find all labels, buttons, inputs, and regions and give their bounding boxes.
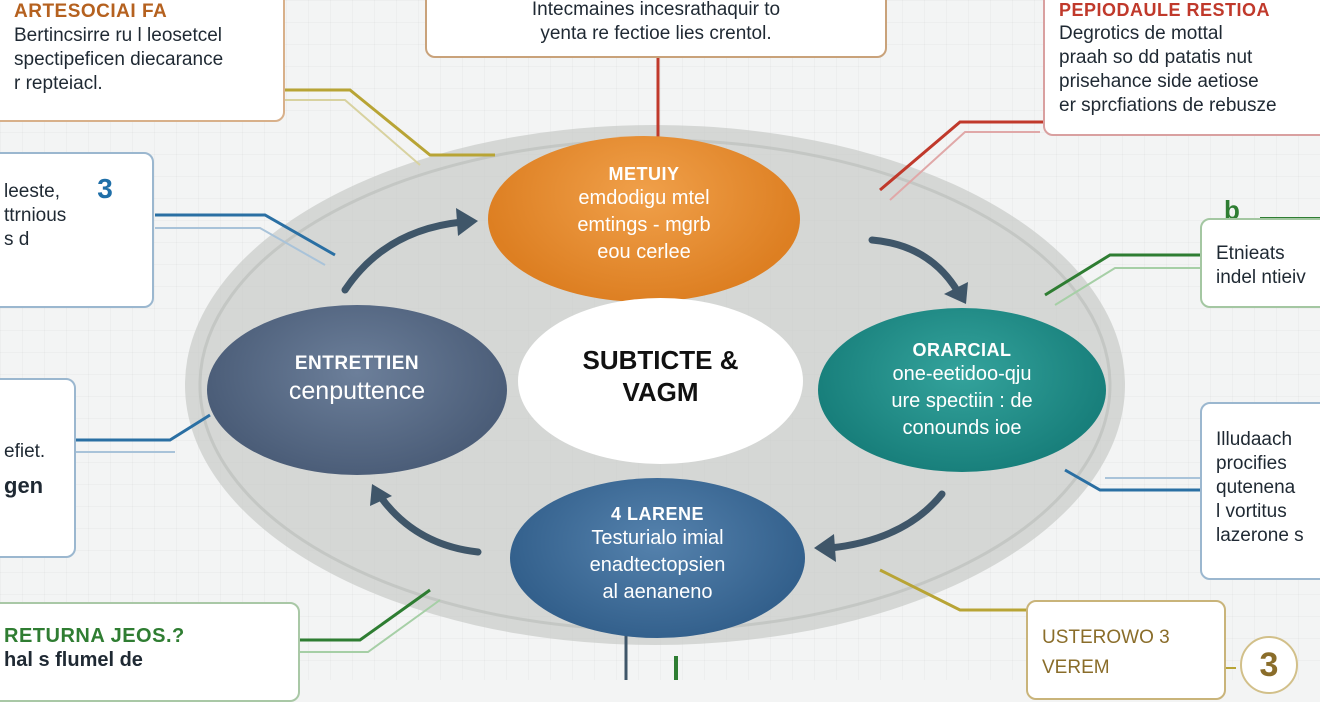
card-left-2: efiet. gen [0,378,76,558]
node-top-line-2: emtings - mgrb [577,214,711,236]
card-top-left-line-1: Bertincsirre ru l leosetcel [14,25,223,46]
node-bottom-blue: 4 LARENE Testurialo imial enadtectopsien… [510,478,805,638]
node-top-line-3: eou cerlee [597,241,691,263]
connector-bottom-left [300,588,431,642]
card-left-1-line-3: s d [4,229,30,250]
card-bottom-right-line-1: USTEROWO 3 [1042,627,1170,648]
card-top-left: ARTESOCIAI FA Bertincsirre ru l leosetce… [0,0,285,122]
connector-bottom-right [879,568,1028,612]
connector-right-1-shadow [1054,267,1202,306]
connector-top-left [282,88,495,157]
card-top-left-heading: ARTESOCIAI FA [14,1,168,22]
connector-top-right-shadow [889,131,1040,201]
card-top-right-heading: PEPIODAULE RESTIOA [1059,0,1271,20]
card-bottom-left-sub: hal s flumel de [4,649,143,671]
card-left-1: leeste, ttrnious s d [0,152,154,308]
node-top-line-1: emdodigu mtel [578,187,710,209]
cycle-arrowheads [370,208,968,562]
node-bottom-line-1: Testurialo imial [591,527,724,549]
node-left-slate: ENTRETTIEN cenputtence [207,305,507,475]
card-right-2-line-1: Illudaach [1216,429,1293,450]
card-left-1-line-1: leeste, [4,181,60,202]
node-right-teal: ORARCIAL one-eetidoo-qju ure spectiin : … [818,308,1106,472]
node-right-line-3: conounds ioe [902,417,1022,439]
connector-left-2 [76,413,211,442]
center-line-1: SUBTICTE & [582,345,739,375]
card-top-right-line-1: Degrotics de mottal [1059,23,1223,44]
card-right-2-line-2: procifies [1216,453,1287,474]
node-bottom-line-3: al aenaneno [602,581,713,603]
card-top-right-line-2: praah so dd patatis nut [1059,47,1253,68]
card-bottom-right: USTEROWO 3 VEREM [1026,600,1226,700]
card-right-1-line-2: indel ntieiv [1216,267,1306,288]
arrowhead-bottom-to-left [370,484,392,506]
node-bottom-line-2: enadtectopsien [589,554,726,576]
center-line-2: VAGM [622,377,699,407]
connector-left-1-shadow [155,227,326,266]
arrow-left-to-top [341,218,466,294]
arrowhead-left-to-top [456,208,478,236]
connector-top-right [879,120,1045,192]
card-right-2-line-3: qutenena [1216,477,1296,498]
card-top-center-line-1: Intecmaines incesrathaquir to [531,0,781,20]
card-left-2-line-1: efiet. [4,441,46,462]
connector-left-1 [155,213,336,257]
card-right-1: Etnieats indel ntieiv [1200,218,1320,308]
connector-top-left-shadow [282,99,421,166]
node-left-title: ENTRETTIEN [294,353,420,374]
connector-right-1 [1044,253,1202,297]
card-top-center: Intecmaines incesrathaquir to yenta re f… [425,0,887,58]
connector-right-2 [1064,468,1202,492]
badge-letter-right: b [1224,195,1240,225]
card-top-right-line-4: er sprcfiations de rebusze [1059,95,1277,116]
card-right-1-line-1: Etnieats [1216,243,1285,264]
cycle-arrows [341,218,962,556]
node-top-title: METUIY [608,164,680,184]
arrow-bottom-to-left [376,492,482,556]
card-bottom-left-heading: RETURNA JEOS.? [4,625,185,647]
arrowhead-top-to-right [944,282,968,304]
node-right-title: ORARCIAL [912,340,1012,360]
card-left-1-line-2: ttrnious [4,205,67,226]
arrow-top-to-right [868,236,962,296]
badge-number-bottom-right: 3 [1240,636,1298,694]
node-center-hub: SUBTICTE & VAGM [518,298,803,464]
connector-bottom-left-shadow [300,599,441,653]
card-right-2: Illudaach procifies qutenena l vortitus … [1200,402,1320,580]
card-top-right-line-3: prisehance side aetiose [1059,71,1259,92]
card-top-center-line-2: yenta re fectioe lies crentol. [540,23,772,44]
node-bottom-title: 4 LARENE [610,504,704,524]
arrow-right-to-bottom [826,490,946,552]
node-left-line-1: cenputtence [288,377,426,405]
arrowhead-right-to-bottom [814,534,836,562]
badge-number-left: 3 [84,168,126,210]
card-bottom-right-line-2: VEREM [1042,657,1110,678]
card-top-left-line-3: r repteiacl. [14,73,103,94]
card-top-right: PEPIODAULE RESTIOA Degrotics de mottal p… [1043,0,1320,136]
card-right-2-line-4: l vortitus [1216,501,1287,522]
card-top-left-line-2: spectipeficen diecarance [14,49,224,70]
node-right-line-1: one-eetidoo-qju [892,363,1032,385]
card-left-2-big: gen [4,473,44,498]
card-right-2-line-5: lazerone s [1216,525,1304,546]
node-top-orange: METUIY emdodigu mtel emtings - mgrb eou … [488,136,800,302]
node-right-line-2: ure spectiin : de [891,390,1033,412]
card-bottom-left: RETURNA JEOS.? hal s flumel de [0,602,300,702]
